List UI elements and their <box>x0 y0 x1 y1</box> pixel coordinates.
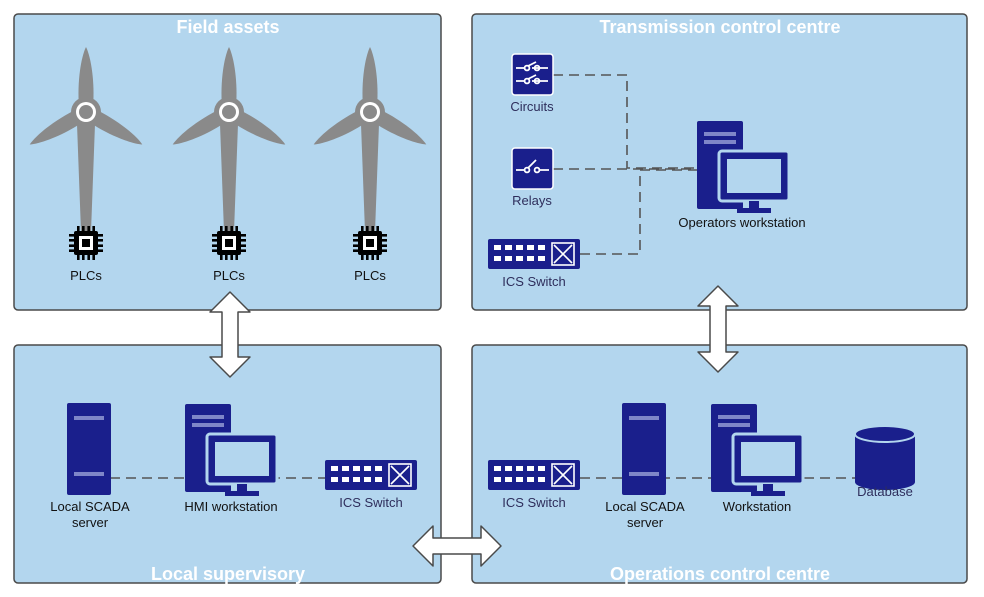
double-arrow-transmission-operations <box>697 285 739 373</box>
database-icon <box>854 425 916 490</box>
ics-switch-icon <box>487 238 581 270</box>
ics-switch-icon <box>324 459 418 491</box>
panel-title-field-assets: Field assets <box>176 17 279 37</box>
circuits-label: Circuits <box>510 99 554 114</box>
double-arrow-local-operations <box>412 525 502 567</box>
plc-label: PLCs <box>354 268 386 283</box>
ics-switch-label: ICS Switch <box>502 274 566 289</box>
link-circuits-workstation <box>553 74 698 169</box>
panel-title-operations: Operations control centre <box>610 564 830 584</box>
server-icon <box>67 403 111 495</box>
local-scada-server-label-line1: Local SCADA <box>50 499 130 514</box>
hmi-workstation-label: HMI workstation <box>184 499 277 514</box>
panel-title-transmission: Transmission control centre <box>599 17 840 37</box>
double-arrow-field-local <box>209 291 251 378</box>
local-scada-server-label-line2: server <box>72 515 109 530</box>
local-scada-server-label-line2: server <box>627 515 664 530</box>
operators-workstation-label: Operators workstation <box>678 215 805 230</box>
plc-label: PLCs <box>213 268 245 283</box>
relay-icon <box>511 147 554 190</box>
link-switch-workstation <box>580 169 698 255</box>
circuits-icon <box>511 53 554 96</box>
panel-title-local-supervisory: Local supervisory <box>151 564 305 584</box>
database-label: Database <box>857 484 913 499</box>
ics-switch-label: ICS Switch <box>339 495 403 510</box>
local-scada-server-label-line1: Local SCADA <box>605 499 685 514</box>
ics-switch-label: ICS Switch <box>502 495 566 510</box>
ics-switch-icon <box>487 459 581 491</box>
server-icon <box>622 403 666 495</box>
relays-label: Relays <box>512 193 552 208</box>
plc-label: PLCs <box>70 268 102 283</box>
workstation-label: Workstation <box>723 499 791 514</box>
